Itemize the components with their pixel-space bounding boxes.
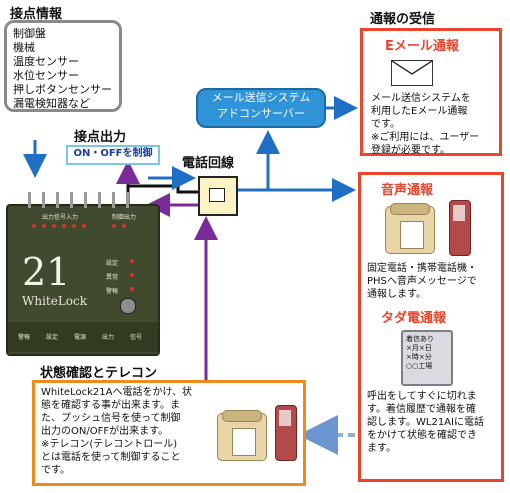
missed-call-display: 着信あり ×月×日 ×時×分 ○○工場	[401, 330, 453, 386]
device-line	[126, 184, 200, 206]
contact-info-list: 制御盤 機械 温度センサー 水位センサー 押しボタンセンサー 漏電検知器など	[13, 27, 113, 111]
missed-call-title: タダ電通報	[381, 311, 447, 326]
device-side-label: 異常	[106, 274, 119, 281]
contact-info-item: 漏電検知器など	[13, 97, 90, 110]
landline-phone-icon	[385, 203, 435, 254]
device-brand: WhiteLock	[22, 294, 88, 308]
onoff-control-label: ON・OFFを制御	[66, 145, 160, 165]
phone-jack	[198, 176, 238, 216]
phone-line-label: 電話回線	[182, 156, 235, 171]
mail-server-box: メール送信システム アドコンサーバー	[196, 88, 326, 128]
notification-heading: 通報の受信	[370, 12, 436, 27]
voice-notification-text: 固定電話・携帯電話機・ PHSへ音声メッセージで 通報します。	[367, 263, 477, 300]
missed-call-text: 呼出をしてすぐに切れま す。着信履歴で通報を確 認します。WL21AIに電話 を…	[367, 391, 484, 454]
voice-notification-title: 音声通報	[381, 183, 434, 198]
status-mobile-icon	[275, 405, 297, 461]
contact-info-item: 機械	[13, 41, 35, 54]
device-dial	[120, 298, 136, 314]
contact-info-heading: 接点情報	[10, 7, 63, 22]
mobile-phone-icon	[449, 200, 471, 256]
contact-info-box: 制御盤 機械 温度センサー 水位センサー 押しボタンセンサー 漏電検知器など	[4, 20, 122, 112]
status-check-text: WhiteLock21Aへ電話をかけ、状 態を確認する事が出来ます。ま た、プッ…	[41, 387, 192, 476]
contact-info-item: 押しボタンセンサー	[13, 83, 112, 96]
email-notification-title: Eメール通報	[385, 39, 459, 54]
voice-notification-box: 音声通報 固定電話・携帯電話機・ PHSへ音声メッセージで 通報します。 タダ電…	[358, 172, 504, 482]
contact-output-heading: 接点出力	[74, 130, 127, 145]
device-input-label: 出力信号入力	[42, 214, 79, 221]
phone-illustration	[367, 198, 495, 258]
whitelock-device: 出力信号入力 制御出力 21 WhiteLock 設定 異常 警報 警報 設定 …	[6, 192, 160, 356]
mail-server-line1: メール送信システム	[211, 91, 311, 104]
device-side-label: 設定	[106, 260, 119, 267]
phone-jack-socket	[209, 188, 225, 202]
contact-info-item: 制御盤	[13, 27, 46, 40]
device-output-label: 制御出力	[112, 214, 137, 221]
email-notification-text: メール送信システムを 利用したEメール通報 です。 ※ご利用には、ユーザー 登録…	[371, 93, 480, 156]
device-model-number: 21	[22, 250, 71, 294]
email-notification-box: Eメール通報 メール送信システムを 利用したEメール通報 です。 ※ご利用には、…	[360, 28, 502, 156]
device-bottom-panel: 警報 設定 電源 出力 信号	[8, 322, 158, 352]
contact-info-item: 水位センサー	[13, 69, 79, 82]
mail-server-line2: アドコンサーバー	[217, 107, 305, 120]
device-side-label: 警報	[106, 288, 119, 295]
status-landline-icon	[217, 410, 267, 461]
contact-info-item: 温度センサー	[13, 55, 79, 68]
envelope-icon	[391, 60, 433, 86]
status-check-box: WhiteLock21Aへ電話をかけ、状 態を確認する事が出来ます。ま た、プッ…	[32, 380, 306, 486]
status-check-heading: 状態確認とテレコン	[40, 366, 158, 381]
